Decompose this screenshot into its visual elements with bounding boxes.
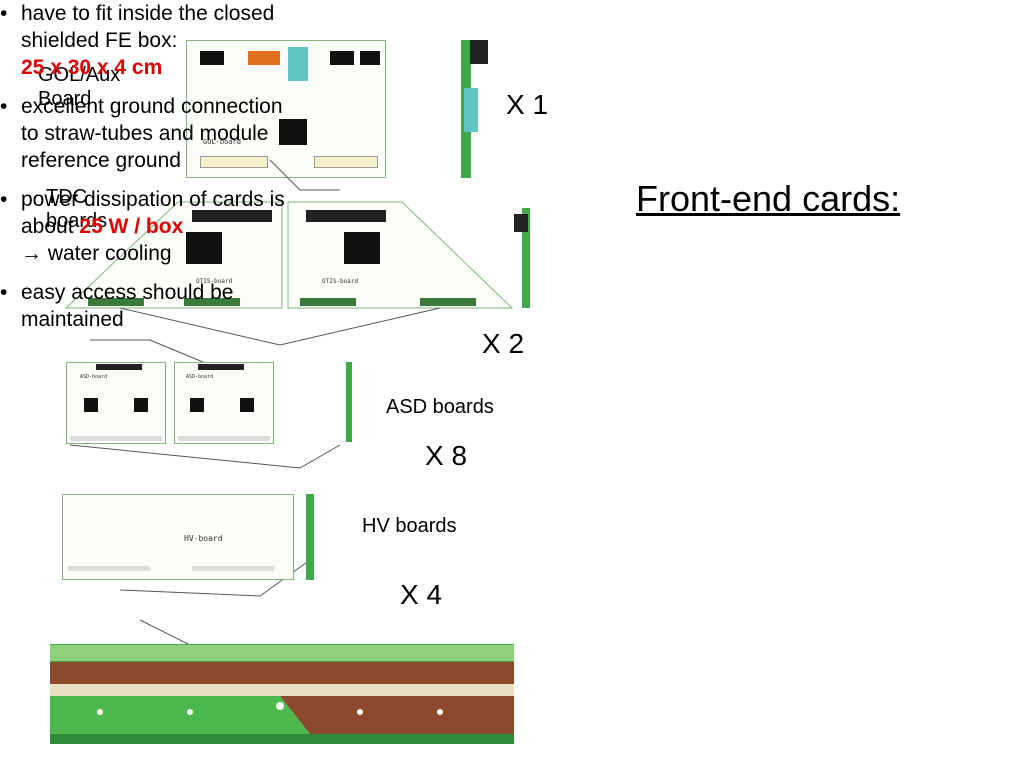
gol-strip2 bbox=[314, 156, 378, 168]
tdc-side-view bbox=[522, 208, 530, 308]
tdc-edge-left2 bbox=[184, 298, 240, 306]
power-value: 25 W / box bbox=[79, 215, 184, 238]
tdc-chip-right bbox=[344, 232, 380, 264]
bullet-item-ground: • excellent ground connection to straw-t… bbox=[0, 95, 283, 172]
asd-connector-left bbox=[96, 364, 142, 370]
bullet-item-access: • easy access should be maintained bbox=[0, 281, 234, 331]
module-connector-row bbox=[50, 644, 514, 662]
hv-strip-left bbox=[68, 566, 150, 571]
gol-multiplier: X 1 bbox=[506, 89, 549, 120]
gol-connector-right bbox=[330, 51, 354, 65]
asd-board-text-right: ASD-board bbox=[186, 374, 214, 380]
asd-connector-right bbox=[198, 364, 244, 370]
panel-title: Front-end cards: bbox=[636, 178, 901, 219]
gol-chip bbox=[279, 119, 307, 145]
asd-strip-left bbox=[70, 436, 162, 441]
bullet-list: • have to fit inside the closed shielded… bbox=[0, 0, 380, 333]
asd-chip-4 bbox=[240, 398, 254, 412]
module-tan-layer bbox=[50, 684, 514, 696]
tdc-multiplier: X 2 bbox=[482, 328, 525, 359]
gol-strip bbox=[200, 156, 268, 168]
bullet-item-power: • power dissipation of cards is about 25… bbox=[0, 188, 285, 265]
asd-chip-2 bbox=[134, 398, 148, 412]
gol-side-bracket bbox=[470, 40, 488, 64]
tdc-side-connector bbox=[514, 214, 528, 232]
gol-side-connector bbox=[464, 88, 478, 132]
box-size-value: 25 x 30 x 4 cm bbox=[21, 56, 163, 79]
tdc-connector-left bbox=[192, 210, 272, 222]
gol-connector-right2 bbox=[360, 51, 380, 65]
hv-strip-right bbox=[192, 566, 274, 571]
asd-board-text-left: ASD-board bbox=[80, 374, 108, 380]
hv-board-text: HV-board bbox=[184, 534, 223, 543]
asd-label: ASD boards bbox=[386, 396, 494, 418]
asd-chip-1 bbox=[84, 398, 98, 412]
bullet-item-size: • have to fit inside the closed shielded… bbox=[0, 2, 275, 79]
gol-connector bbox=[200, 51, 224, 65]
gol-board-text: GOL-board bbox=[203, 138, 241, 146]
tdc-edge-right2 bbox=[420, 298, 476, 306]
asd-board-left bbox=[66, 362, 166, 444]
tdc-edge-left bbox=[88, 298, 144, 306]
tdc-connector-right bbox=[306, 210, 386, 222]
asd-side-view bbox=[346, 362, 352, 442]
tdc-board-text-right: OTIS-board bbox=[322, 278, 359, 285]
gol-connector-orange bbox=[248, 51, 280, 65]
tdc-chip-left bbox=[186, 232, 222, 264]
asd-strip-right bbox=[178, 436, 270, 441]
asd-chip-3 bbox=[190, 398, 204, 412]
gol-connector-cyan bbox=[288, 47, 308, 81]
hv-side-view bbox=[306, 494, 314, 580]
hv-board bbox=[62, 494, 294, 580]
tdc-edge-right bbox=[300, 298, 356, 306]
tdc-board-text-left: OTIS-board bbox=[196, 278, 233, 285]
hv-multiplier: X 4 bbox=[400, 579, 443, 610]
module-brown-layer bbox=[50, 662, 514, 684]
asd-multiplier: X 8 bbox=[425, 440, 468, 471]
hv-label: HV boards bbox=[362, 515, 457, 537]
